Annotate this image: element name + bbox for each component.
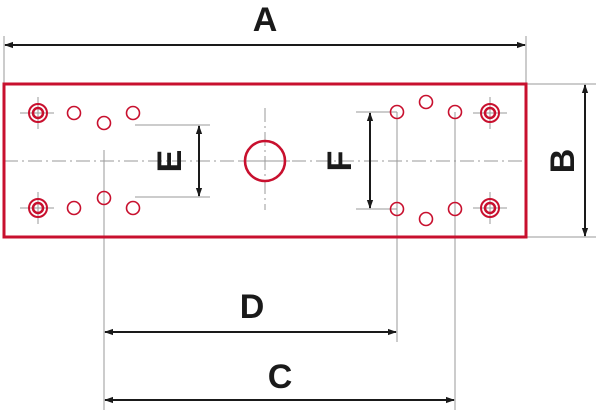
nail-hole — [447, 201, 463, 217]
nail-hole — [389, 201, 405, 217]
nail-hole — [125, 105, 141, 121]
dimension-label-f: F — [321, 151, 359, 172]
plate-outline — [2, 82, 528, 239]
nail-hole — [96, 190, 112, 206]
dimension-label-e: E — [151, 150, 189, 173]
dimension-lines — [4, 41, 589, 404]
nail-hole — [418, 94, 434, 110]
holes — [28, 94, 500, 227]
nail-hole — [96, 115, 112, 131]
extension-lines — [3, 36, 596, 410]
nail-hole — [418, 211, 434, 227]
hole-guides — [20, 97, 507, 224]
center-hole — [243, 139, 287, 183]
nail-hole — [125, 200, 141, 216]
centerlines — [4, 108, 526, 210]
countersunk-hole — [480, 103, 500, 123]
countersunk-hole — [28, 198, 48, 218]
dimension-label-c: C — [268, 358, 293, 396]
nail-hole — [389, 104, 405, 120]
nail-hole — [66, 200, 82, 216]
countersunk-hole — [28, 103, 48, 123]
dimension-label-d: D — [240, 288, 265, 326]
nail-hole — [66, 105, 82, 121]
dimension-label-b: B — [544, 149, 582, 174]
dimension-label-a: A — [253, 1, 278, 39]
countersunk-hole — [480, 198, 500, 218]
nail-hole — [447, 104, 463, 120]
